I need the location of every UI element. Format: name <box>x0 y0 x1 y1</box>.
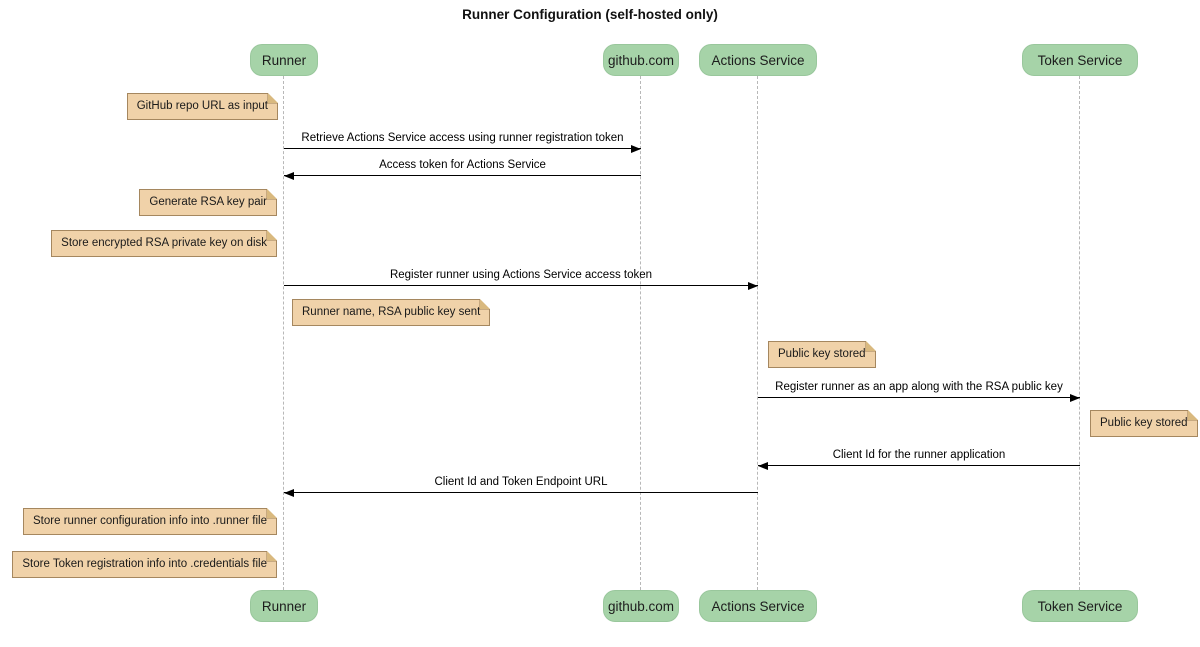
arrow-right-icon <box>758 394 1080 402</box>
note-runner-name-rsa-public-key: Runner name, RSA public key sent <box>292 299 491 326</box>
note-public-key-stored-token: Public key stored <box>1090 410 1198 437</box>
message-client-id-for-runner-application: Client Id for the runner application <box>758 448 1080 470</box>
participant-token-service-top: Token Service <box>1022 44 1138 76</box>
participant-github-top: github.com <box>603 44 679 76</box>
message-retrieve-actions-service-access: Retrieve Actions Service access using ru… <box>284 131 641 153</box>
participant-runner-top: Runner <box>250 44 318 76</box>
lifeline-github <box>640 76 641 590</box>
arrow-left-icon <box>758 462 1080 470</box>
message-client-id-and-token-endpoint-url: Client Id and Token Endpoint URL <box>284 475 758 497</box>
note-store-encrypted-rsa-private-key: Store encrypted RSA private key on disk <box>51 230 277 257</box>
note-store-token-registration: Store Token registration info into .cred… <box>12 551 277 578</box>
arrow-right-icon <box>284 282 758 290</box>
note-store-runner-configuration: Store runner configuration info into .ru… <box>23 508 277 535</box>
participant-github-bottom: github.com <box>603 590 679 622</box>
diagram-title: Runner Configuration (self-hosted only) <box>462 7 718 22</box>
lifeline-actions-service <box>757 76 758 590</box>
participant-runner-bottom: Runner <box>250 590 318 622</box>
arrow-left-icon <box>284 172 641 180</box>
arrow-left-icon <box>284 489 758 497</box>
message-register-runner: Register runner using Actions Service ac… <box>284 268 758 290</box>
message-label: Register runner as an app along with the… <box>775 381 1063 393</box>
participant-actions-service-top: Actions Service <box>699 44 817 76</box>
note-generate-rsa-key-pair: Generate RSA key pair <box>139 189 277 216</box>
participant-actions-service-bottom: Actions Service <box>699 590 817 622</box>
message-label: Client Id and Token Endpoint URL <box>434 476 608 488</box>
message-label: Retrieve Actions Service access using ru… <box>301 132 624 144</box>
message-label: Client Id for the runner application <box>832 449 1006 461</box>
message-register-runner-as-app: Register runner as an app along with the… <box>758 380 1080 402</box>
message-label: Access token for Actions Service <box>379 159 546 171</box>
lifeline-runner <box>283 76 284 590</box>
message-access-token-for-actions-service: Access token for Actions Service <box>284 158 641 180</box>
note-public-key-stored-actions: Public key stored <box>768 341 876 368</box>
arrow-right-icon <box>284 145 641 153</box>
lifeline-token-service <box>1079 76 1080 590</box>
participant-token-service-bottom: Token Service <box>1022 590 1138 622</box>
note-github-repo-url-input: GitHub repo URL as input <box>126 93 279 120</box>
message-label: Register runner using Actions Service ac… <box>389 269 653 281</box>
